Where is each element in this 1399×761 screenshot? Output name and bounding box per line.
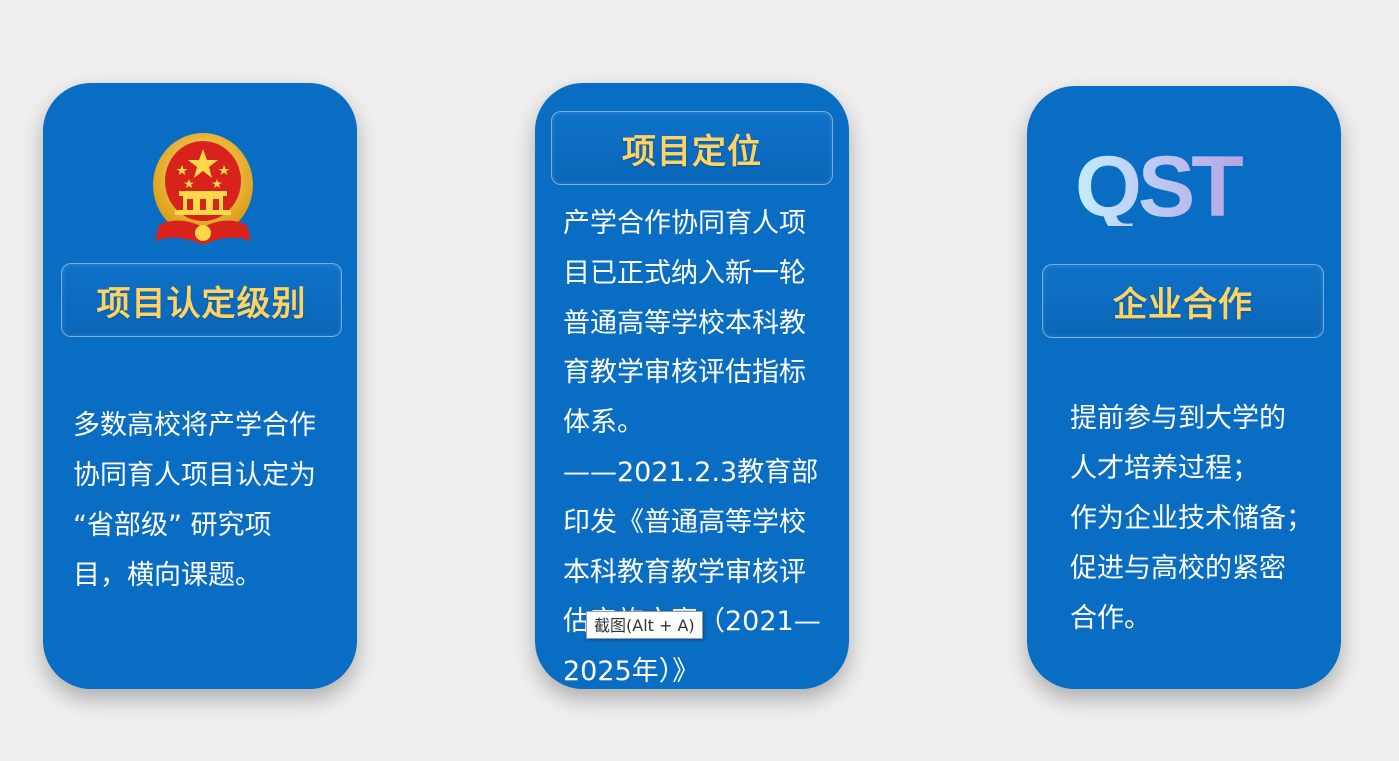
screenshot-tooltip: 截图(Alt + A): [586, 611, 703, 639]
card-project-positioning: 项目定位 产学合作协同育人项 目已正式纳入新一轮 普通高等学校本科教 育教学审核…: [535, 83, 849, 689]
title-box-project-level: 项目认定级别: [61, 263, 342, 337]
national-emblem-icon: [153, 133, 253, 245]
qst-logo: QST: [1075, 146, 1247, 226]
logo-text: QST: [1075, 146, 1243, 226]
card-project-level: 项目认定级别 多数高校将产学合作 协同育人项目认定为 “省部级” 研究项 目，横…: [43, 83, 357, 689]
card-title: 企业合作: [1113, 284, 1253, 325]
card-body-text: 多数高校将产学合作 协同育人项目认定为 “省部级” 研究项 目，横向课题。: [73, 410, 316, 591]
card-body-text: 产学合作协同育人项 目已正式纳入新一轮 普通高等学校本科教 育教学审核评估指标 …: [563, 208, 821, 688]
title-box-enterprise-cooperation: 企业合作: [1042, 264, 1324, 338]
card-enterprise-cooperation: QST 企业合作 提前参与到大学的 人才培养过程； 作为企业技术储备； 促进与高…: [1027, 86, 1341, 689]
card-body-text: 提前参与到大学的 人才培养过程； 作为企业技术储备； 促进与高校的紧密 合作。: [1070, 403, 1313, 634]
card-title: 项目定位: [622, 131, 762, 172]
title-box-project-positioning: 项目定位: [551, 111, 833, 185]
card-title: 项目认定级别: [96, 283, 307, 324]
